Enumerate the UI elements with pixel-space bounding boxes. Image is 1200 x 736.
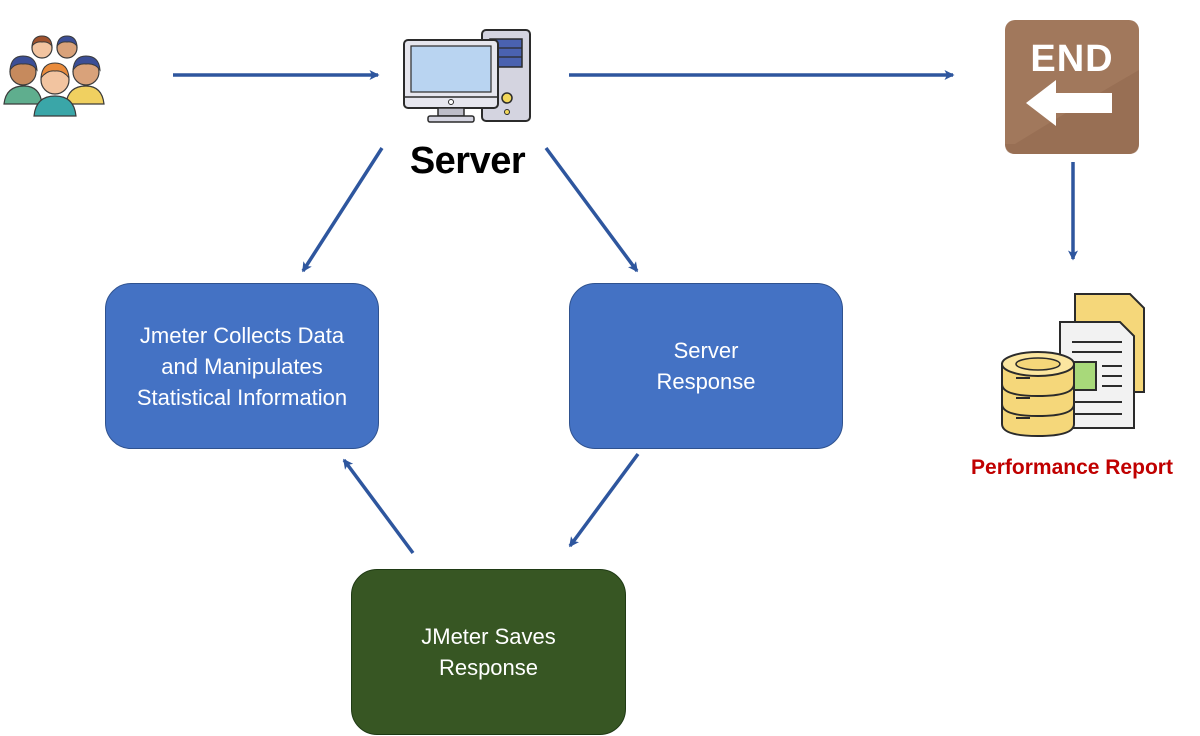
performance-report-label: Performance Report <box>971 456 1173 479</box>
server-response-label: Server Response <box>656 338 756 394</box>
arrow-server-to-collect <box>301 147 384 273</box>
connectors <box>173 70 1078 555</box>
end-sign-label: END <box>1030 38 1114 80</box>
server-response-node: Server Response <box>569 283 843 449</box>
desktop-computer-icon <box>403 29 531 123</box>
arrow-server-to-response <box>544 146 639 273</box>
arrow-saves-to-collect <box>342 458 415 555</box>
jmeter-saves-node: JMeter Saves Response <box>351 569 626 735</box>
server-label: Server <box>409 140 526 182</box>
arrow-response-to-saves <box>568 452 640 548</box>
collect-data-label: Jmeter Collects Data and Manipulates Sta… <box>136 322 348 410</box>
database-report-icon <box>1001 293 1145 438</box>
users-group-icon <box>3 35 105 117</box>
end-sign-icon <box>1005 20 1139 154</box>
collect-data-node: Jmeter Collects Data and Manipulates Sta… <box>105 283 379 449</box>
jmeter-saves-label: JMeter Saves Response <box>421 624 556 680</box>
